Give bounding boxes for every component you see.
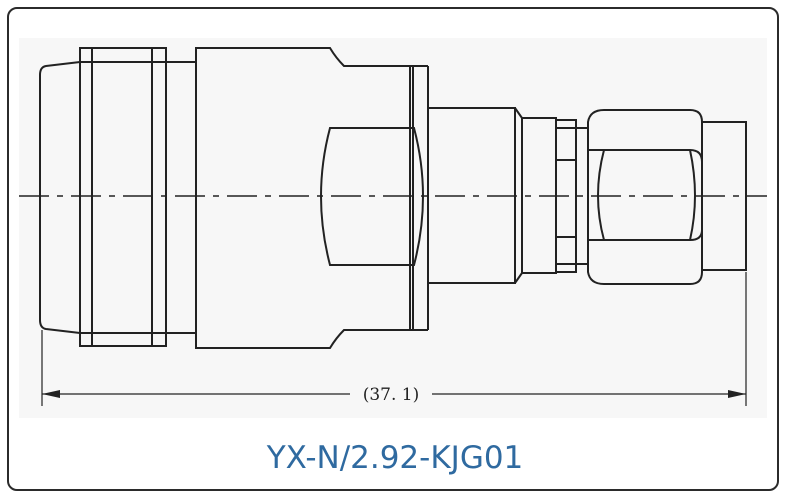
overall-length-label: (37. 1) [363, 385, 420, 405]
connector-technical-drawing: (37. 1) [19, 38, 767, 418]
overall-length-dimension [42, 390, 746, 398]
dimension-extension-lines [41, 272, 747, 406]
drawing-background [19, 38, 767, 418]
product-code-caption: YX-N/2.92-KJG01 [266, 440, 524, 476]
